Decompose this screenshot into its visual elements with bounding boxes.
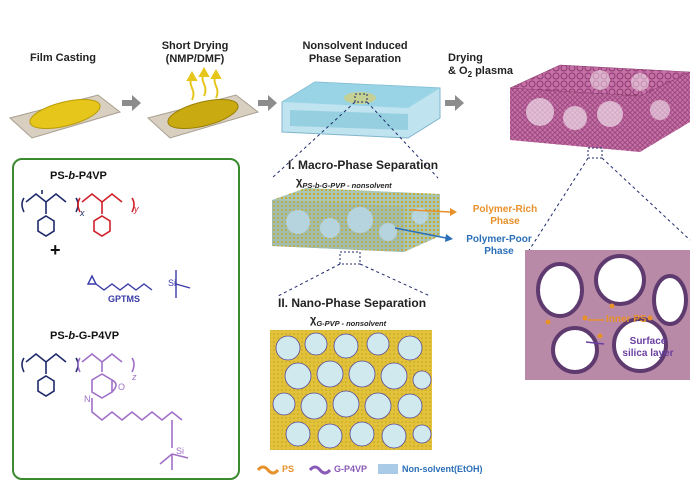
nano-chi-label: χG-PVP - nonsolvent <box>310 314 387 328</box>
short-drying-plate <box>146 66 260 139</box>
porous-membrane <box>509 64 691 159</box>
macro-phase-block <box>272 188 440 265</box>
process-arrow-1 <box>122 95 141 111</box>
chemistry-structures <box>21 190 191 470</box>
zoom-line-membrane-left <box>527 157 589 253</box>
chem-x-subscript: x <box>80 208 85 218</box>
zoom-line-macro-left <box>277 263 341 297</box>
step-label-nips: Nonsolvent Induced Phase Separation <box>302 40 408 65</box>
nonsolvent-bath <box>281 81 441 139</box>
zoom-line-bath-right <box>366 101 439 179</box>
chemistry-panel <box>12 158 240 480</box>
ps-b-p4vp-title: PS-b-P4VP <box>50 170 107 182</box>
chem-si-atom: Si <box>176 446 185 456</box>
chem-plus-sign: + <box>50 240 61 260</box>
chem-o-atom: O <box>118 382 126 392</box>
process-arrow-2 <box>258 95 277 111</box>
polymer-rich-pointer <box>409 209 451 213</box>
legend-gp4vp-label: G-P4VP <box>334 464 368 474</box>
macro-chi-label: χPS-b-G-PVP - nonsolvent <box>296 176 392 190</box>
evaporation-arrows <box>186 66 222 101</box>
chem-n-atom: N <box>84 394 91 404</box>
step-label-short-drying: Short Drying (NMP/DMF) <box>161 40 229 65</box>
inner-ps-label: Inner PS <box>606 314 647 325</box>
legend-ps-swatch <box>256 465 280 475</box>
zoom-line-macro-right <box>359 263 431 297</box>
gptms-label: GPTMS <box>108 294 141 304</box>
nano-phase-image <box>270 330 432 450</box>
step-label-drying: Drying & O2 plasma <box>448 52 513 80</box>
zoom-line-bath-left <box>271 101 356 179</box>
macro-phase-title: I. Macro-Phase Separation <box>288 158 439 172</box>
zoom-line-membrane-right <box>601 157 691 241</box>
polymer-poor-pointer <box>394 227 447 239</box>
ps-b-g-p4vp-title: PS-b-G-P4VP <box>50 330 120 342</box>
legend-nonsolvent-swatch <box>378 464 398 474</box>
gptms-si-label: Si <box>168 278 177 288</box>
nano-phase-title: II. Nano-Phase Separation <box>278 296 427 310</box>
legend-ps-label: PS <box>282 464 295 474</box>
ps-b-g-p4vp-structure <box>21 352 189 470</box>
legend-nonsolvent-label: Non-solvent(EtOH) <box>402 464 483 474</box>
process-arrow-3 <box>445 95 464 111</box>
gptms-structure <box>86 270 191 298</box>
silica-pointer <box>585 341 605 345</box>
silica-zoom-image <box>525 250 690 380</box>
step-label-film-casting: Film Casting <box>29 52 96 64</box>
ps-b-p4vp-structure <box>21 190 135 237</box>
chem-z-subscript: z <box>132 372 137 382</box>
legend-gp4vp-swatch <box>308 465 332 475</box>
film-casting-plate <box>8 94 122 139</box>
chem-y-subscript: y <box>134 204 139 214</box>
